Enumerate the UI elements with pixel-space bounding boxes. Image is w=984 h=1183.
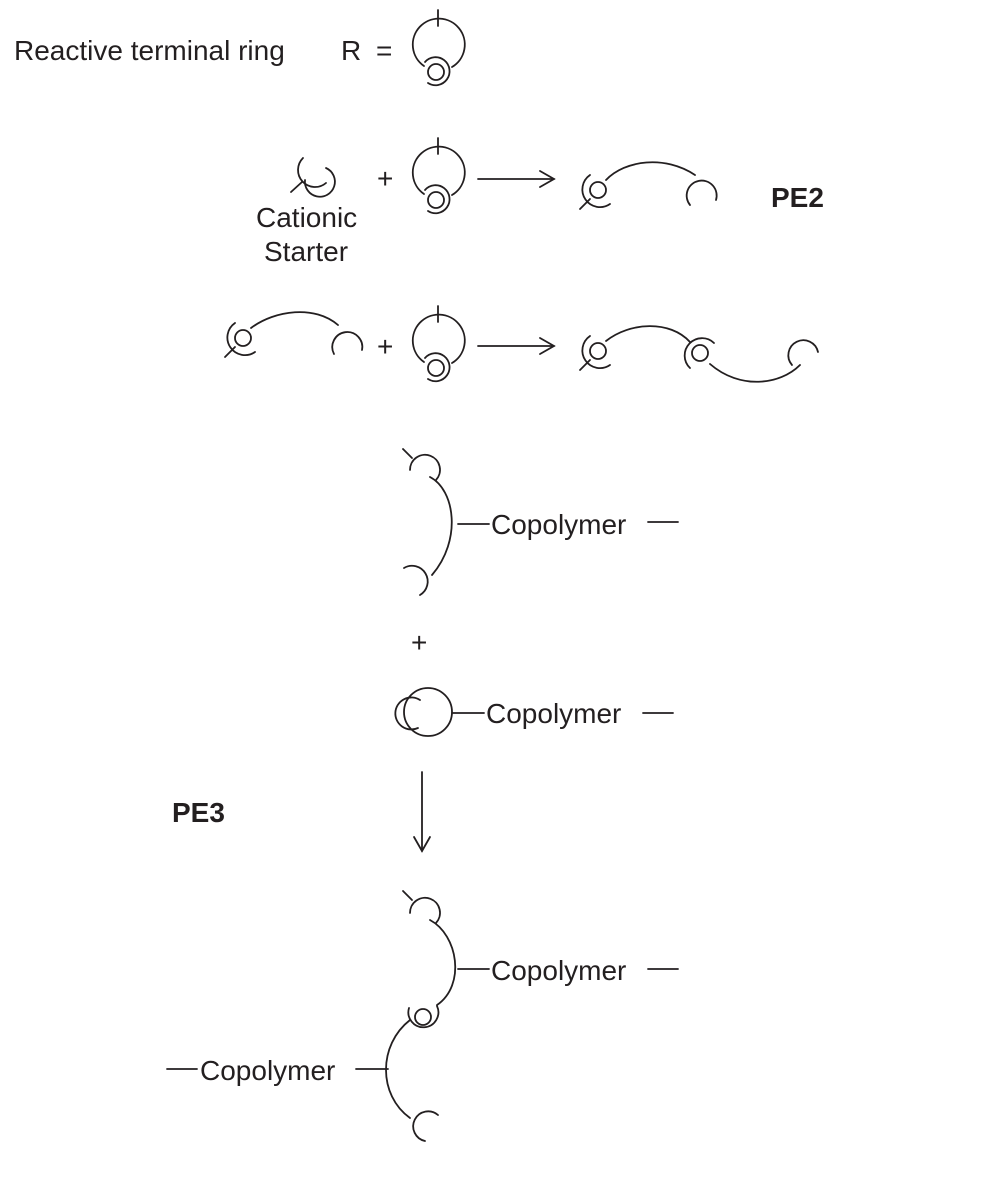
pe3-product-icon [166, 890, 679, 1142]
reactive-ring-icon-2 [411, 305, 466, 383]
pe2-polymer-icon [579, 161, 718, 210]
reactive-ring-icon [411, 9, 466, 87]
reaction-arrow-3 [413, 771, 431, 853]
pe2-reactant-icon [224, 311, 364, 358]
reaction-arrow-1 [477, 170, 556, 188]
legend-equals-sign: = [376, 35, 392, 66]
plus-sign-2: + [377, 331, 393, 362]
copolymer-label-a: Copolymer [491, 509, 626, 540]
reaction-arrow-2 [477, 337, 556, 355]
copolymer-label-b: Copolymer [486, 698, 621, 729]
copolymer-label-product-right: Copolymer [491, 955, 626, 986]
pe3-label: PE3 [172, 797, 225, 828]
plus-sign-3: + [411, 627, 427, 658]
legend-symbol-r: R [341, 35, 361, 66]
cationic-starter-icon [290, 157, 336, 198]
legend-label: Reactive terminal ring [14, 35, 285, 66]
ring-copolymer-icon [394, 687, 674, 737]
cationic-starter-label-line2: Starter [264, 236, 348, 267]
reactive-ring-icon-1 [411, 137, 466, 215]
copolymer-label-product-left: Copolymer [200, 1055, 335, 1086]
cationic-starter-label-line1: Cationic [256, 202, 357, 233]
pe2-label: PE2 [771, 182, 824, 213]
plus-sign-1: + [377, 163, 393, 194]
branched-copolymer-icon [402, 448, 679, 596]
extended-chain-icon [579, 325, 819, 383]
